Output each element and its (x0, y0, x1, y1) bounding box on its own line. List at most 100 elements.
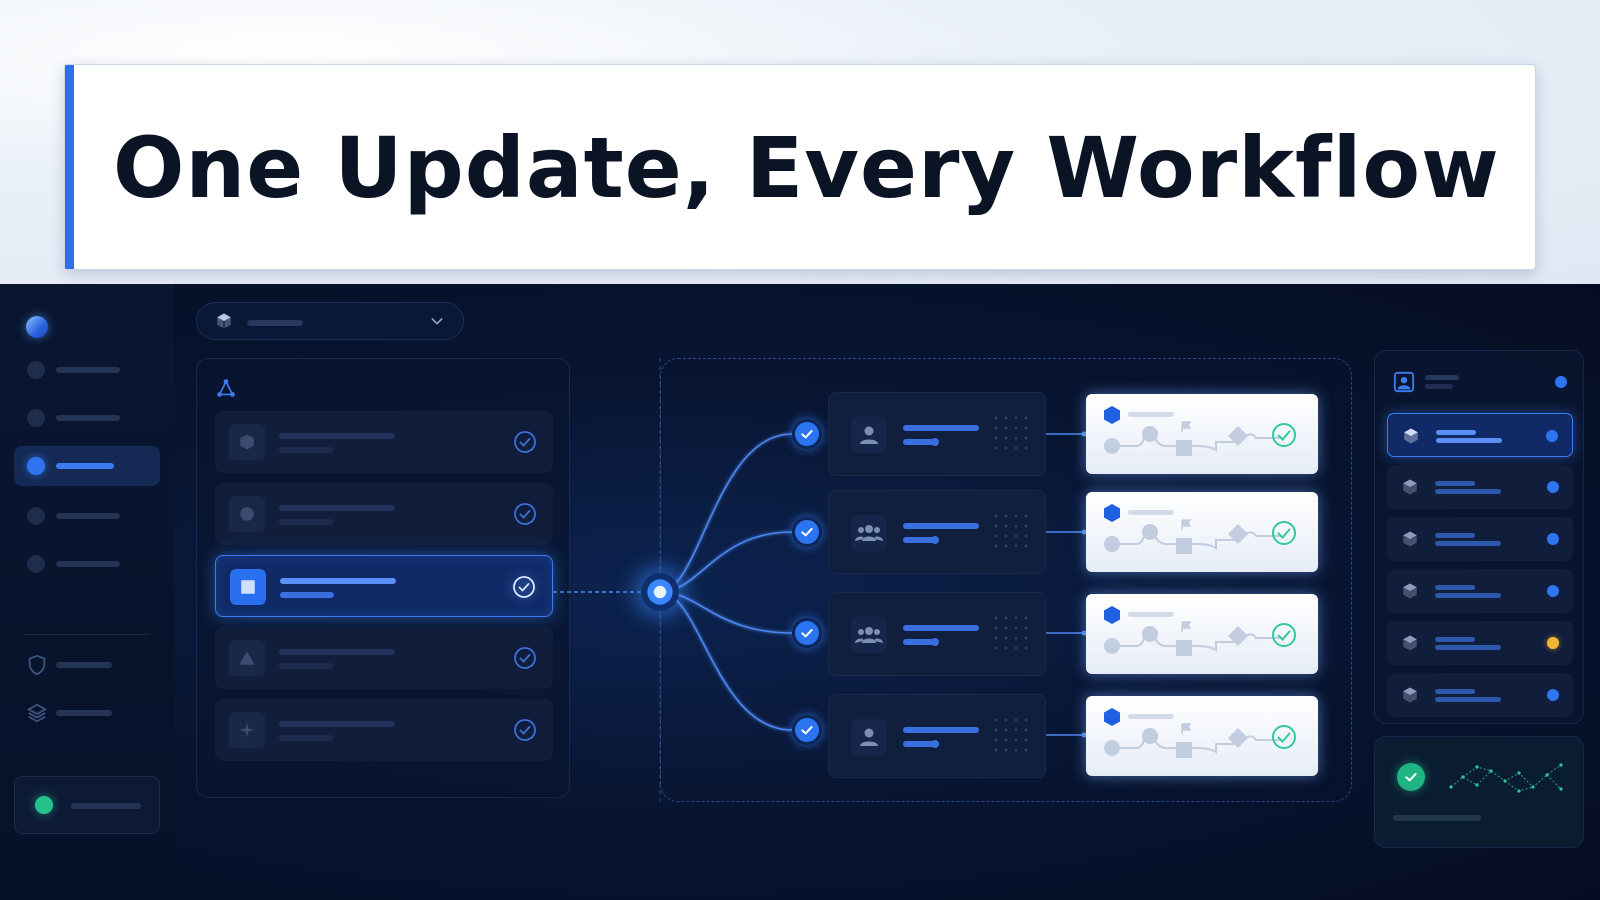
hexagon-icon (1104, 504, 1120, 522)
selector-label-placeholder (247, 320, 303, 326)
target-meta-placeholder (1436, 438, 1502, 443)
step-item-3-active[interactable] (215, 555, 553, 617)
sidebar-item-label-placeholder (56, 463, 114, 469)
chevron-down-icon[interactable] (429, 313, 445, 329)
recipient-card-4[interactable] (828, 694, 1046, 778)
recipient-name-placeholder (903, 523, 979, 529)
cube-icon (1404, 428, 1418, 444)
sidebar-item-label-placeholder (56, 367, 120, 373)
sidebar-item-3-active[interactable] (14, 446, 160, 486)
target-status-dot (1547, 533, 1559, 545)
target-item-3[interactable] (1387, 517, 1573, 561)
sidebar-item-1[interactable] (14, 350, 160, 390)
target-name-placeholder (1436, 430, 1476, 435)
step-subtitle-placeholder (279, 735, 333, 741)
layers-icon[interactable] (26, 702, 48, 724)
recipient-card-1[interactable] (828, 392, 1046, 476)
hexagon-icon (1104, 708, 1120, 726)
step-title-placeholder (279, 721, 395, 727)
user-icon (851, 719, 887, 755)
sidebar-item-icon (27, 457, 45, 475)
sidebar-item-4[interactable] (14, 496, 160, 536)
step-title-placeholder (279, 505, 395, 511)
workflow-diagram (1104, 606, 1296, 656)
recipient-card-2[interactable] (828, 490, 1046, 574)
target-warning-dot (1547, 637, 1559, 649)
sync-health-card[interactable] (1374, 736, 1584, 848)
sidebar-item-label-placeholder (56, 561, 120, 567)
target-name-placeholder (1435, 689, 1475, 694)
check-circle-icon (514, 503, 536, 525)
dot-grid-decoration (991, 613, 1031, 657)
circle-icon (229, 496, 265, 532)
update-source-hub[interactable] (641, 573, 679, 611)
target-item-1-active[interactable] (1387, 413, 1573, 457)
sidebar (0, 284, 174, 900)
users-icon (851, 617, 887, 653)
page-title: One Update, Every Workflow (113, 119, 1500, 217)
cube-icon (1403, 583, 1417, 599)
sidebar-divider (24, 634, 150, 635)
app-logo[interactable] (26, 316, 48, 338)
step-item-5[interactable] (215, 699, 553, 761)
step-subtitle-placeholder (279, 519, 333, 525)
target-name-placeholder (1435, 481, 1475, 486)
check-circle-icon (514, 719, 536, 741)
dot-grid-decoration (991, 413, 1031, 457)
connection-status[interactable] (14, 776, 160, 834)
step-item-1[interactable] (215, 411, 553, 473)
step-subtitle-placeholder (279, 447, 333, 453)
target-item-6[interactable] (1387, 673, 1573, 717)
check-icon (1397, 763, 1425, 791)
workflow-diagram (1104, 504, 1296, 554)
sidebar-item-icon (27, 555, 45, 573)
target-item-2[interactable] (1387, 465, 1573, 509)
status-online-indicator (35, 796, 53, 814)
sidebar-item-icon (27, 361, 45, 379)
recipient-name-placeholder (903, 425, 979, 431)
target-status-dot (1547, 689, 1559, 701)
network-sparkline (1449, 763, 1563, 793)
check-circle-icon (514, 647, 536, 669)
workflow-card-4[interactable] (1086, 696, 1318, 776)
panel-title-placeholder (1425, 375, 1459, 380)
workspace-selector[interactable] (196, 302, 464, 340)
target-status-dot (1546, 430, 1558, 442)
shield-icon[interactable] (26, 654, 48, 676)
hexagon-icon (1104, 606, 1120, 624)
step-item-2[interactable] (215, 483, 553, 545)
target-name-placeholder (1435, 637, 1475, 642)
check-icon (801, 430, 813, 439)
hexagon-icon (1104, 406, 1120, 424)
check-icon (801, 528, 813, 537)
target-name-placeholder (1435, 533, 1475, 538)
step-title-placeholder (279, 649, 395, 655)
cube-icon (217, 313, 231, 329)
step-item-4[interactable] (215, 627, 553, 689)
title-card: One Update, Every Workflow (64, 64, 1536, 270)
sidebar-item-icon (27, 507, 45, 525)
user-avatar-icon (1393, 371, 1415, 393)
triangle-icon (229, 640, 265, 676)
recipient-name-placeholder (903, 727, 979, 733)
workflow-card-1[interactable] (1086, 394, 1318, 474)
sidebar-item-label-placeholder (56, 662, 112, 668)
cube-icon (1403, 687, 1417, 703)
sidebar-item-5[interactable] (14, 544, 160, 584)
hexagon-icon (229, 424, 265, 460)
workflow-card-2[interactable] (1086, 492, 1318, 572)
check-circle-icon (513, 576, 535, 598)
step-subtitle-placeholder (279, 663, 333, 669)
target-item-5[interactable] (1387, 621, 1573, 665)
check-icon (801, 726, 813, 735)
sidebar-item-2[interactable] (14, 398, 160, 438)
step-title-placeholder (279, 433, 395, 439)
user-icon (851, 417, 887, 453)
workflow-card-3[interactable] (1086, 594, 1318, 674)
workflow-diagram (1104, 406, 1296, 456)
recipient-card-3[interactable] (828, 592, 1046, 676)
target-item-4[interactable] (1387, 569, 1573, 613)
square-icon (230, 569, 266, 605)
branch-status-badge (792, 715, 822, 745)
target-meta-placeholder (1435, 645, 1501, 650)
